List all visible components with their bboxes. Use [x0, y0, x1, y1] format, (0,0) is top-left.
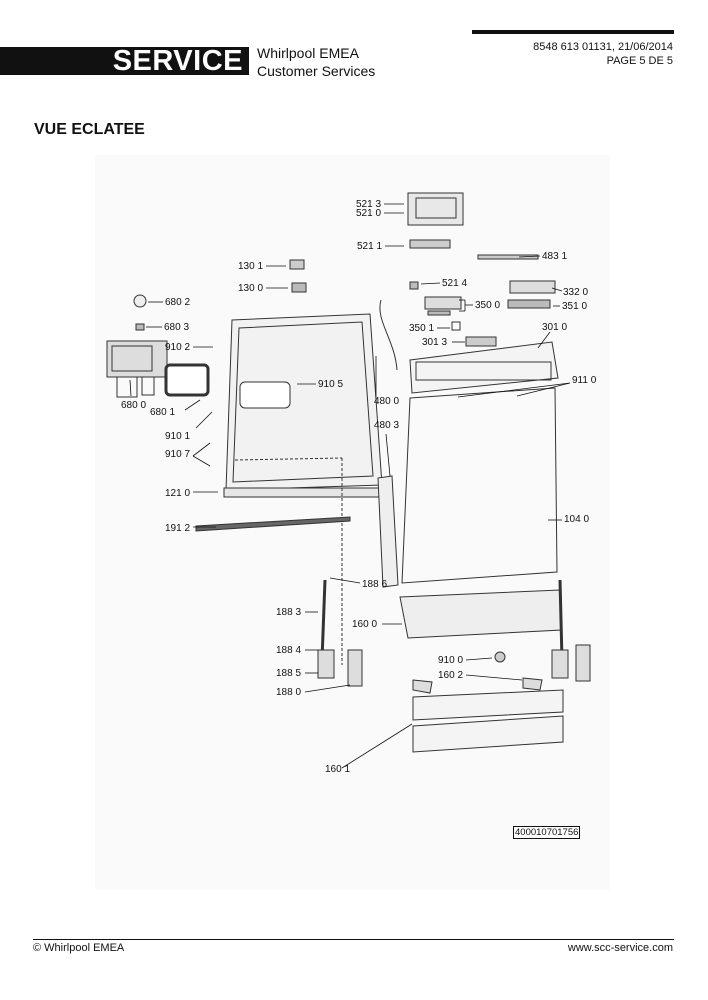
callout-4831: 483 1 — [542, 251, 567, 262]
company-name: Whirlpool EMEA Customer Services — [257, 44, 375, 80]
channel-drawing — [377, 475, 399, 588]
company-line-2: Customer Services — [257, 63, 376, 79]
hinge-left-drawing — [317, 579, 363, 687]
callout-3320: 332 0 — [563, 287, 588, 298]
callout-4803: 480 3 — [374, 420, 399, 431]
callout-3501: 350 1 — [409, 323, 434, 334]
callout-3013: 301 3 — [422, 337, 447, 348]
document-reference: 8548 613 01131, 21/06/2014 PAGE 5 DE 5 — [533, 40, 673, 68]
strip-drawing — [195, 516, 351, 532]
callout-9105: 910 5 — [318, 379, 343, 390]
kickplate-upper-drawing — [412, 689, 564, 721]
callout-6800: 680 0 — [121, 400, 146, 411]
callout-1301: 130 1 — [238, 261, 263, 272]
callout-1912: 191 2 — [165, 523, 190, 534]
bottom-bar-drawing — [399, 589, 563, 639]
cable-drawing — [379, 299, 398, 371]
diagram-part-number: 400010701756 — [513, 826, 581, 839]
callout-9107: 910 7 — [165, 449, 190, 460]
footer-website-link[interactable]: www.scc-service.com — [567, 942, 673, 954]
callout-1601: 160 1 — [325, 764, 350, 775]
control-board-drawing — [407, 192, 539, 260]
callout-1880: 188 0 — [276, 687, 301, 698]
callout-6801: 680 1 — [150, 407, 175, 418]
callout-5210: 521 0 — [356, 208, 381, 219]
inner-door-panel-drawing — [223, 313, 385, 665]
callout-1885: 188 5 — [276, 668, 301, 679]
callout-6803: 680 3 — [164, 322, 189, 333]
callout-5211: 521 1 — [357, 241, 382, 252]
callout-9110: 911 0 — [572, 375, 597, 386]
callout-1883: 188 3 — [276, 607, 301, 618]
company-line-1: Whirlpool EMEA — [257, 45, 359, 61]
callout-9100: 910 0 — [438, 655, 463, 666]
callout-1300: 130 0 — [238, 283, 263, 294]
callout-5214: 521 4 — [442, 278, 467, 289]
outer-door-drawing — [401, 387, 558, 584]
callout-3510: 351 0 — [562, 301, 587, 312]
service-logo: SERVICE — [0, 47, 249, 76]
kickplate-lower-drawing — [412, 715, 564, 753]
doc-ref-number: 8548 613 01131, 21/06/2014 — [533, 41, 673, 53]
seal-ring-drawing — [133, 294, 147, 308]
callout-3010: 301 0 — [542, 322, 567, 333]
callout-1210: 121 0 — [165, 488, 190, 499]
callout-3500: 350 0 — [475, 300, 500, 311]
callout-1040: 104 0 — [564, 514, 589, 525]
callout-5213: 521 3 — [356, 199, 381, 210]
callout-1886: 188 6 — [362, 579, 387, 590]
header-rule — [472, 30, 674, 34]
hinge-right-drawing — [551, 579, 591, 682]
control-panel-drawing — [409, 341, 559, 394]
callout-1600: 160 0 — [352, 619, 377, 630]
footer-rule — [33, 939, 674, 940]
callout-9102: 910 2 — [165, 342, 190, 353]
connector-drawing — [289, 259, 305, 270]
footer-copyright: © Whirlpool EMEA — [33, 942, 125, 954]
dispenser-drawing — [106, 340, 210, 398]
page-number: PAGE 5 DE 5 — [606, 55, 673, 67]
callout-1602: 160 2 — [438, 670, 463, 681]
callout-4800: 480 0 — [374, 396, 399, 407]
page-title: VUE ECLATEE — [34, 121, 145, 138]
callout-1884: 188 4 — [276, 645, 301, 656]
callout-6802: 680 2 — [165, 297, 190, 308]
callout-9101: 910 1 — [165, 431, 190, 442]
